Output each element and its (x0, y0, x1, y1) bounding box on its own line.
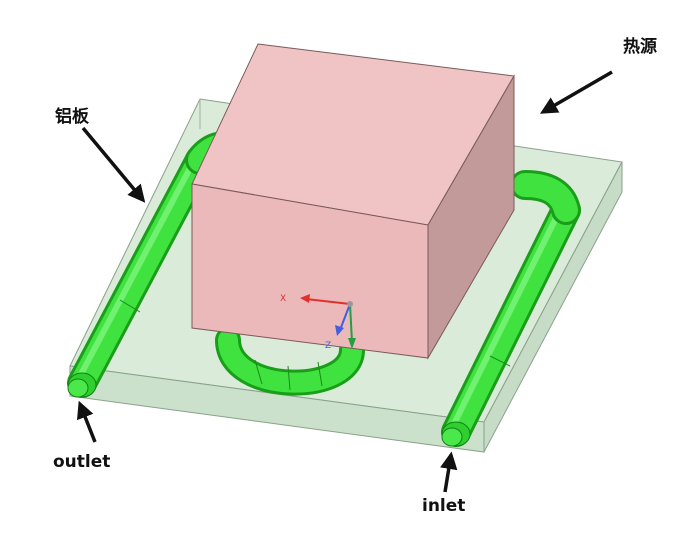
callout-arrows (77, 70, 613, 493)
inlet-end-cap (441, 421, 471, 447)
x-axis-arrowhead (300, 294, 310, 303)
aluminum-plate-arrow (81, 126, 146, 203)
outlet-end-cap (67, 372, 97, 398)
inlet-label: inlet (422, 496, 465, 516)
outlet-label: outlet (53, 452, 110, 472)
inlet-arrow (440, 451, 458, 493)
x-axis-line (305, 298, 351, 305)
axis-origin (347, 301, 353, 307)
z-axis-line (339, 303, 351, 331)
heat-source-block (191, 43, 515, 360)
outlet-arrow (77, 400, 97, 443)
x-axis-label: X (280, 294, 286, 304)
z-axis-label: Z (325, 341, 331, 351)
aluminum-plate-label: 铝板 (55, 106, 90, 127)
y-axis-line (349, 303, 353, 343)
heat-source-label: 热源 (623, 36, 657, 57)
z-axis-arrowhead (335, 325, 344, 336)
y-axis-arrowhead (348, 338, 356, 349)
heat-source-arrow (539, 70, 613, 114)
axis-triad: X Z (280, 294, 356, 351)
